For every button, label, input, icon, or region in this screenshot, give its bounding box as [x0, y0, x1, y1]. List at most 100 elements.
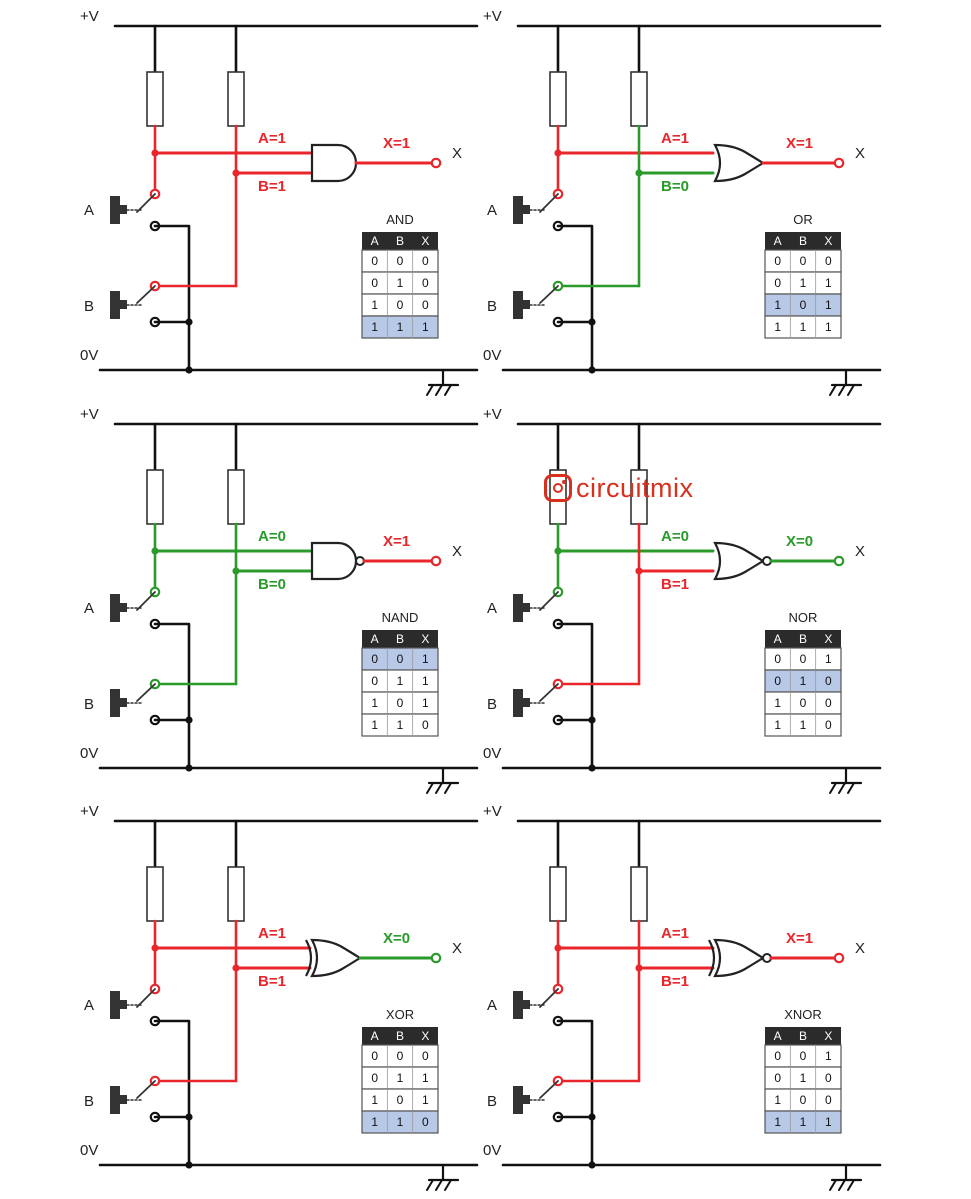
truth-table-cell: 1 [825, 276, 832, 290]
junction-dot [185, 1113, 193, 1121]
truth-table-cell: 0 [825, 1093, 832, 1107]
gate-name: XNOR [784, 1007, 822, 1022]
wire [153, 1019, 191, 1167]
input-b-label: B [487, 1093, 497, 1110]
pushbutton-a [513, 594, 523, 622]
truth-table-header-cell: A [371, 234, 379, 248]
truth-table-cell: 1 [371, 718, 378, 732]
truth-table-cell: 1 [371, 298, 378, 312]
gate-name: AND [386, 212, 413, 227]
pushbutton-b [513, 1086, 523, 1114]
truth-table-row [361, 1110, 439, 1134]
pushbutton-a [513, 991, 523, 1019]
truth-table-cell: 1 [397, 718, 404, 732]
resistor-b [630, 866, 648, 922]
resistor-a [549, 71, 567, 127]
ground-label: 0V [80, 1142, 98, 1159]
pushbutton-b [523, 300, 530, 309]
gate-body [310, 938, 363, 978]
truth-table-header-cell: X [421, 234, 429, 248]
resistor-a [146, 469, 164, 525]
junction-dot [554, 547, 562, 555]
truth-table-cell: 0 [371, 1049, 378, 1063]
switch-b-blade [539, 683, 559, 702]
truth-table-cell: 1 [774, 1115, 781, 1129]
output-terminal [833, 952, 845, 964]
truth-table-cell: 0 [397, 1093, 404, 1107]
truth-table-cell: 1 [800, 276, 807, 290]
junction-dot [635, 964, 643, 972]
supply-label: +V [80, 8, 99, 25]
ground-symbol [444, 384, 452, 396]
truth-table-cell: 0 [800, 652, 807, 666]
gate-nand-symbol [310, 541, 365, 581]
instagram-icon [544, 474, 572, 502]
pushbutton-a [523, 205, 530, 214]
signal-a-label: A=1 [258, 130, 286, 147]
truth-table-cell: 1 [422, 674, 429, 688]
input-a-label: A [84, 997, 94, 1014]
gate-body [713, 143, 766, 183]
input-a-label: A [84, 600, 94, 617]
truth-table-cell: 0 [774, 254, 781, 268]
truth-table-cell: 1 [371, 320, 378, 334]
ground-symbol [847, 1179, 855, 1191]
junction-dot [185, 366, 193, 374]
resistor-b [630, 71, 648, 127]
junction-dot [185, 764, 193, 772]
input-b-label: B [487, 696, 497, 713]
junction-dot [635, 567, 643, 575]
pushbutton-b [513, 689, 523, 717]
resistor-a [146, 866, 164, 922]
gate-xnor-symbol [708, 938, 772, 978]
junction-dot [554, 149, 562, 157]
truth-table-header [765, 630, 841, 648]
truth-table-cell: 1 [397, 674, 404, 688]
switch-a-blade [136, 591, 156, 611]
supply-label: +V [483, 406, 502, 423]
truth-table-cell: 1 [371, 1115, 378, 1129]
junction-dot [588, 318, 596, 326]
truth-table-cell: 0 [825, 1071, 832, 1085]
resistor-b [227, 866, 245, 922]
input-a-label: A [487, 600, 497, 617]
signal-a-label: A=1 [661, 130, 689, 147]
supply-label: +V [80, 406, 99, 423]
truth-table-header-cell: B [396, 632, 404, 646]
pushbutton-a [110, 594, 120, 622]
output-label: X [855, 940, 865, 957]
truth-table-header-cell: X [421, 1029, 429, 1043]
pushbutton-b [120, 300, 127, 309]
truth-table-cell: 1 [371, 1093, 378, 1107]
truth-table-cell: 0 [774, 1049, 781, 1063]
truth-table-row [764, 1110, 842, 1134]
gate-body [713, 938, 766, 978]
junction-dot [588, 764, 596, 772]
truth-table-row [361, 315, 439, 339]
truth-table-cell: 1 [825, 1115, 832, 1129]
truth-table-cell: 1 [397, 1115, 404, 1129]
junction-dot [554, 944, 562, 952]
ground-label: 0V [483, 745, 501, 762]
switch-a-blade [136, 988, 156, 1008]
gate-xor-symbol [305, 938, 363, 978]
truth-table-cell: 0 [800, 696, 807, 710]
ground-symbol [435, 1179, 443, 1191]
output-terminal [430, 157, 442, 169]
truth-table-cell: 1 [800, 1115, 807, 1129]
truth-table-cell: 1 [397, 1071, 404, 1085]
truth-table-cell: 0 [825, 674, 832, 688]
signal-b-label: B=1 [258, 973, 286, 990]
truth-table-header-cell: X [824, 1029, 832, 1043]
truth-table-cell: 0 [397, 298, 404, 312]
truth-table-cell: 1 [825, 1049, 832, 1063]
truth-table-cell: 0 [371, 254, 378, 268]
output-label: X [452, 543, 462, 560]
wire [556, 224, 594, 372]
junction-dot [185, 716, 193, 724]
input-b-label: B [84, 696, 94, 713]
pushbutton-b [120, 698, 127, 707]
